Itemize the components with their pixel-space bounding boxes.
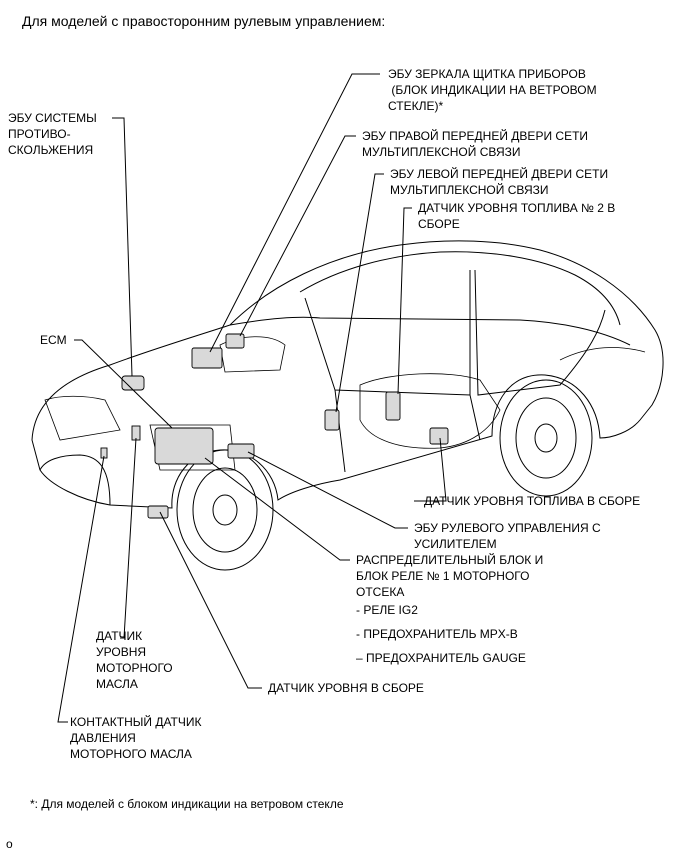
label-left-door-ecu: ЭБУ ЛЕВОЙ ПЕРЕДНЕЙ ДВЕРИ СЕТИ МУЛЬТИПЛЕК… <box>390 166 608 198</box>
label-mirror-ecu: ЭБУ ЗЕРКАЛА ЩИТКА ПРИБОРОВ (БЛОК ИНДИКАЦ… <box>388 66 597 114</box>
label-fuel-sensor: ДАТЧИК УРОВНЯ ТОПЛИВА В СБОРЕ <box>424 494 641 508</box>
diagram-title: Для моделей с правосторонним рулевым упр… <box>22 13 386 29</box>
label-fuel-sensor-2: ДАТЧИК УРОВНЯ ТОПЛИВА № 2 В СБОРЕ <box>418 200 615 232</box>
label-oil-level-line3: МОТОРНОГО <box>96 661 173 675</box>
label-skid-ecu-line3: СКОЛЬЖЕНИЯ <box>8 143 94 157</box>
label-oil-pressure-line2: ДАВЛЕНИЯ <box>70 731 136 745</box>
label-left-door-ecu-line1: ЭБУ ЛЕВОЙ ПЕРЕДНЕЙ ДВЕРИ СЕТИ <box>390 167 609 181</box>
label-relay-ig2: - РЕЛЕ IG2 <box>356 603 418 617</box>
label-oil-level-line2: УРОВНЯ <box>96 645 147 659</box>
label-mirror-ecu-line1: ЭБУ ЗЕРКАЛА ЩИТКА ПРИБОРОВ <box>388 67 586 81</box>
label-eps-ecu-line2: УСИЛИТЕЛЕМ <box>414 537 497 551</box>
label-oil-pressure-switch: КОНТАКТНЫЙ ДАТЧИК ДАВЛЕНИЯ МОТОРНОГО МАС… <box>70 714 202 762</box>
leader-lines <box>57 73 447 723</box>
label-right-door-ecu: ЭБУ ПРАВОЙ ПЕРЕДНЕЙ ДВЕРИ СЕТИ МУЛЬТИПЛЕ… <box>362 128 588 160</box>
label-oil-level-line1: ДАТЧИК <box>96 629 143 643</box>
label-fuel-sensor-2-line2: СБОРЕ <box>418 217 460 231</box>
label-fuse-mpxb: - ПРЕДОХРАНИТЕЛЬ MPX-B <box>356 627 518 641</box>
component-markers <box>100 333 449 519</box>
label-relay-block-line3: ОТСЕКА <box>356 585 405 599</box>
label-relay-block: РАСПРЕДЕЛИТЕЛЬНЫЙ БЛОК И БЛОК РЕЛЕ № 1 М… <box>356 552 543 600</box>
label-oil-pressure-line3: МОТОРНОГО МАСЛА <box>70 747 192 761</box>
label-fuel-sensor-2-line1: ДАТЧИК УРОВНЯ ТОПЛИВА № 2 В <box>418 201 616 215</box>
label-relay-block-line1: РАСПРЕДЕЛИТЕЛЬНЫЙ БЛОК И <box>356 553 544 567</box>
label-right-door-ecu-line1: ЭБУ ПРАВОЙ ПЕРЕДНЕЙ ДВЕРИ СЕТИ <box>362 129 589 143</box>
label-right-door-ecu-line2: МУЛЬТИПЛЕКСНОЙ СВЯЗИ <box>362 145 521 159</box>
label-relay-block-line2: БЛОК РЕЛЕ № 1 МОТОРНОГО <box>356 569 530 583</box>
label-eps-ecu-line1: ЭБУ РУЛЕВОГО УПРАВЛЕНИЯ С <box>414 521 601 535</box>
label-mirror-ecu-line3: СТЕКЛЕ)* <box>388 99 444 113</box>
label-eps-ecu: ЭБУ РУЛЕВОГО УПРАВЛЕНИЯ С УСИЛИТЕЛЕМ <box>414 520 601 552</box>
label-left-door-ecu-line2: МУЛЬТИПЛЕКСНОЙ СВЯЗИ <box>390 183 549 197</box>
label-ecm: ECM <box>40 333 67 347</box>
label-fuse-gauge: – ПРЕДОХРАНИТЕЛЬ GAUGE <box>356 651 526 665</box>
label-skid-ecu-line2: ПРОТИВО- <box>8 127 71 141</box>
label-oil-level-sensor: ДАТЧИК УРОВНЯ МОТОРНОГО МАСЛА <box>96 628 173 692</box>
label-skid-ecu-line1: ЭБУ СИСТЕМЫ <box>8 111 97 125</box>
label-oil-pressure-line1: КОНТАКТНЫЙ ДАТЧИК <box>70 715 202 729</box>
label-level-sensor: ДАТЧИК УРОВНЯ В СБОРЕ <box>268 681 424 695</box>
corner-mark: o <box>6 837 13 851</box>
label-skid-control-ecu: ЭБУ СИСТЕМЫ ПРОТИВО- СКОЛЬЖЕНИЯ <box>8 110 97 158</box>
car-body <box>31 240 664 571</box>
footnote: *: Для моделей с блоком индикации на вет… <box>30 797 344 811</box>
label-oil-level-line4: МАСЛА <box>96 677 138 691</box>
label-mirror-ecu-line2: (БЛОК ИНДИКАЦИИ НА ВЕТРОВОМ <box>388 83 597 97</box>
